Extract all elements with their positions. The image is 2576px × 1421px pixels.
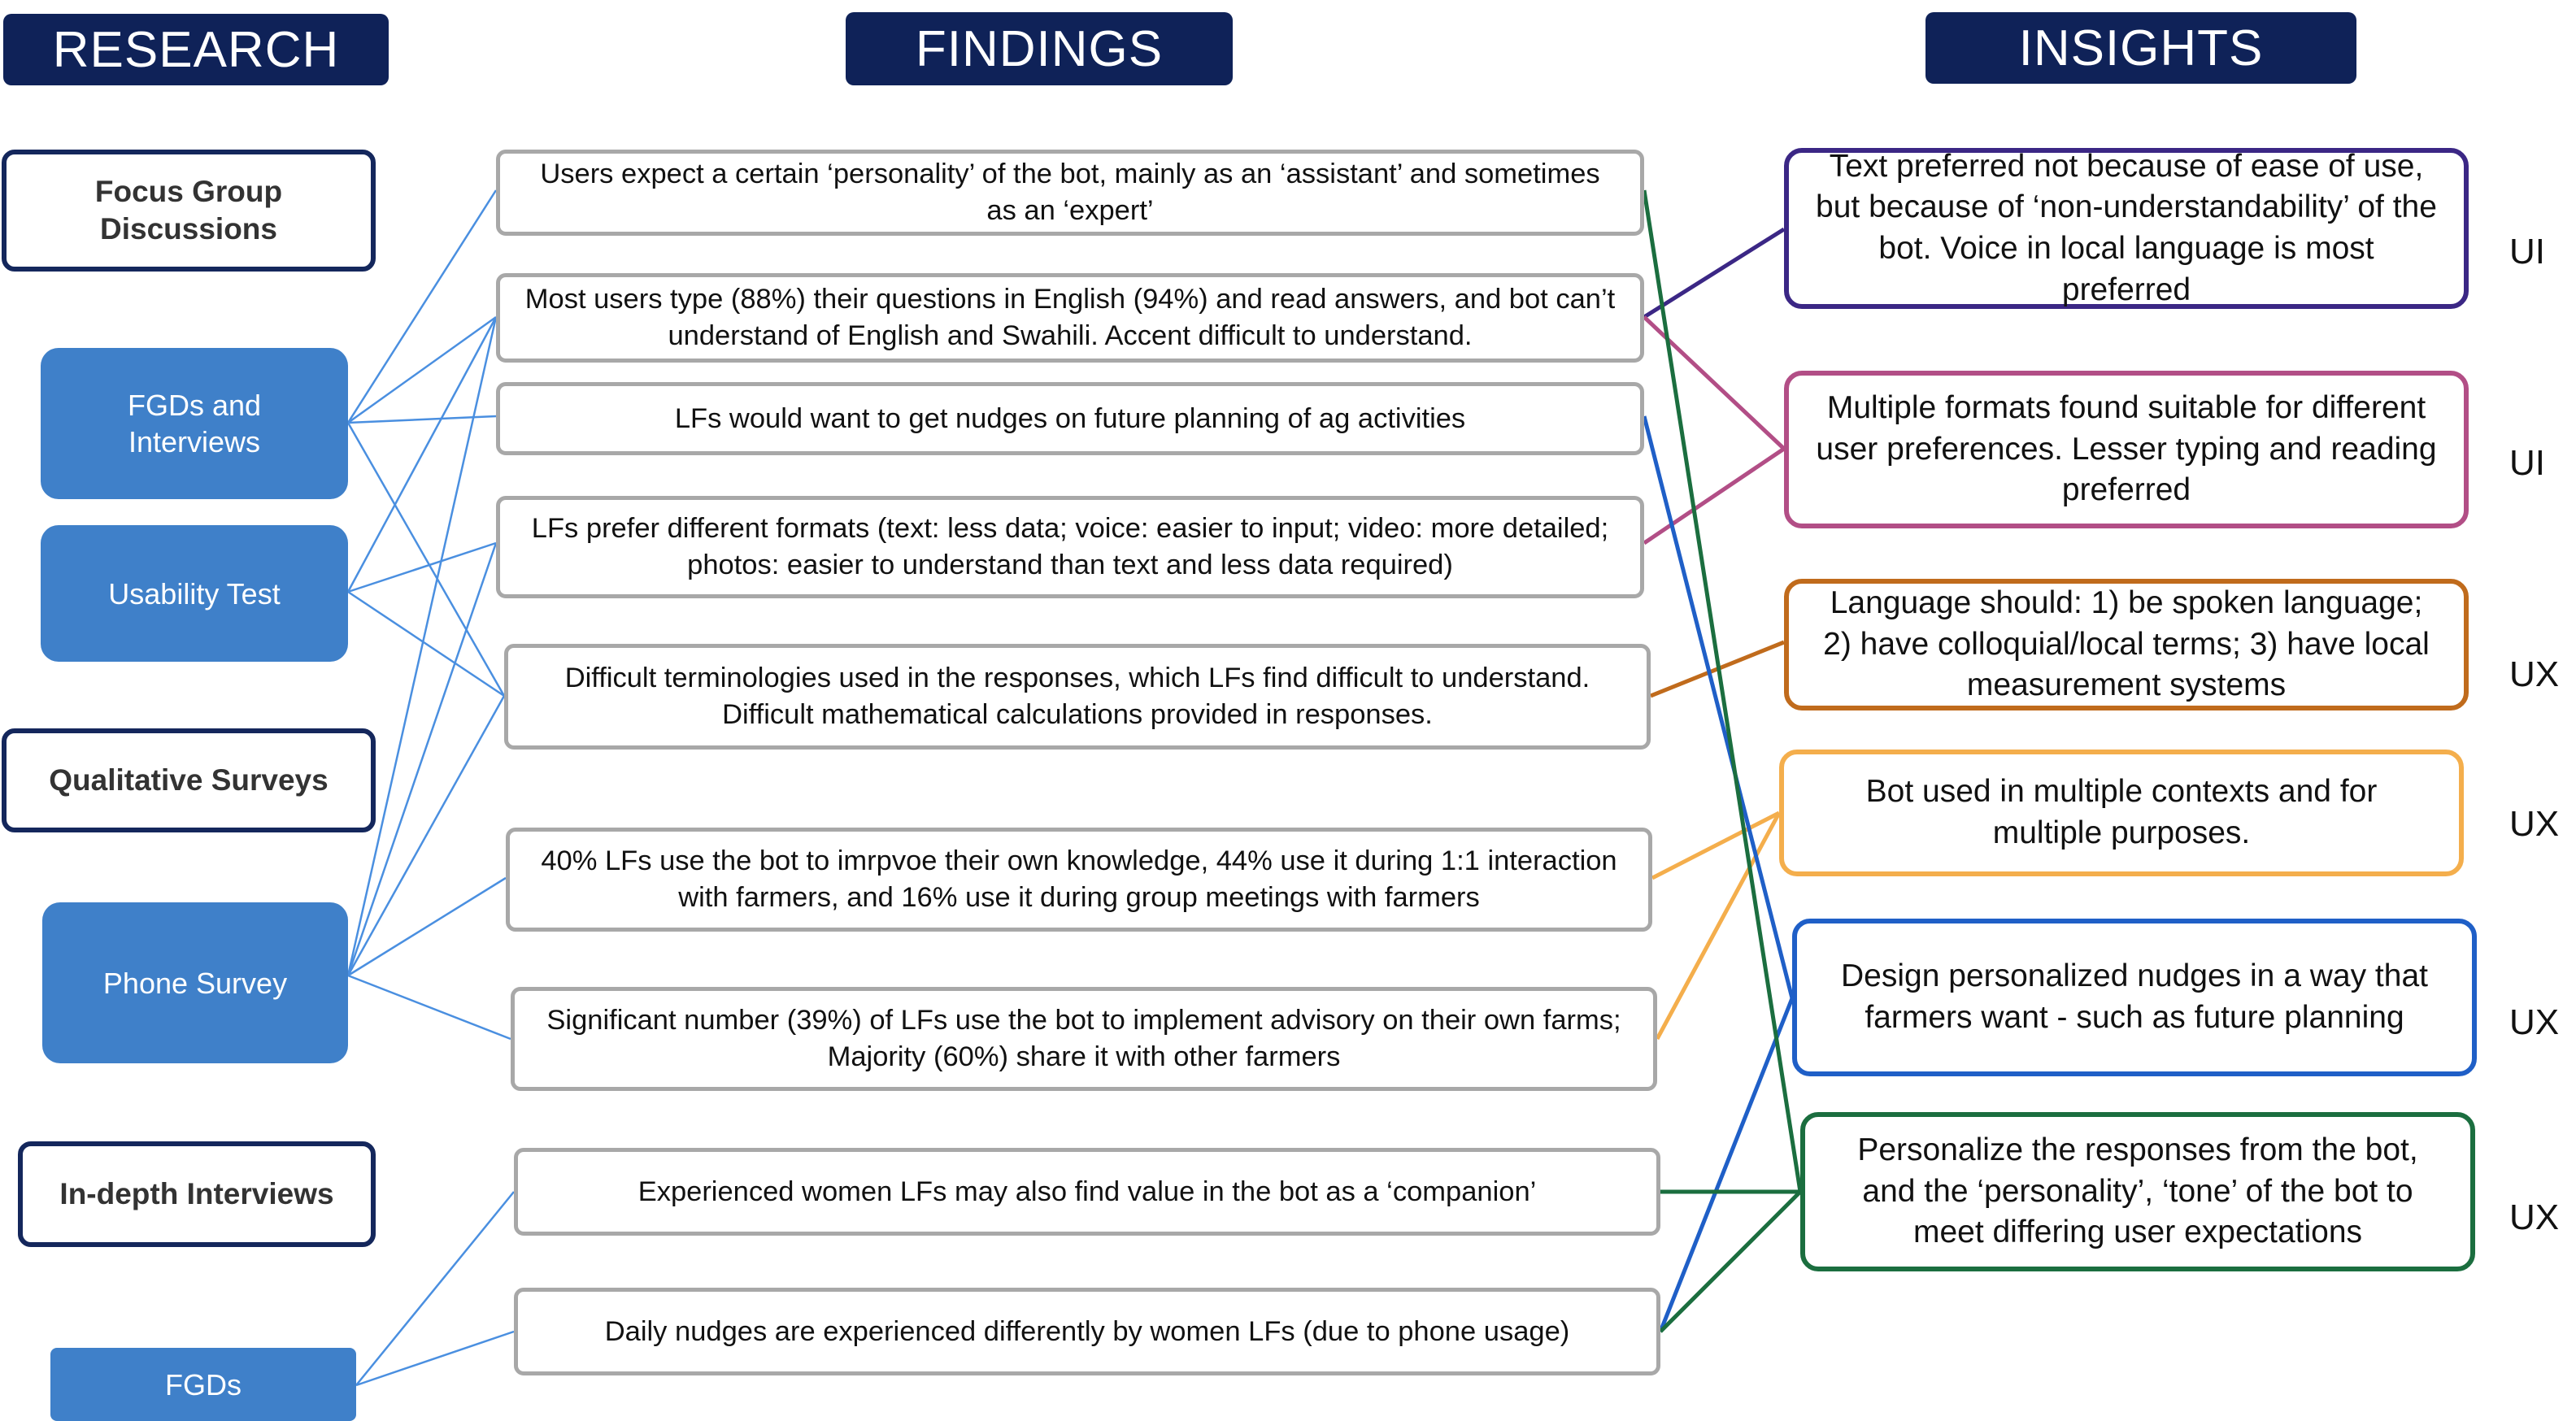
insight-personalize-responses: Personalize the responses from the bot, …: [1800, 1112, 2475, 1271]
finding-insight-connector: [1643, 446, 1786, 545]
finding-implement-advisory: Significant number (39%) of LFs use the …: [511, 987, 1657, 1091]
finding-insight-connector: [1643, 227, 1786, 319]
method-qualitative-surveys: Qualitative Surveys: [2, 728, 376, 832]
insight-personalized-nudges: Design personalized nudges in a way that…: [1792, 919, 2477, 1076]
source-finding-connector: [346, 316, 498, 593]
finding-insight-connector: [1658, 997, 1795, 1332]
insight-multiple-formats: Multiple formats found suitable for diff…: [1784, 371, 2469, 528]
research-header: RESEARCH: [3, 14, 389, 85]
finding-insight-connector: [1659, 1190, 1802, 1333]
tag-ui: UI: [2509, 232, 2545, 272]
source-finding-connector: [346, 422, 506, 697]
source-fgds-and-interviews: FGDs and Interviews: [41, 348, 348, 499]
source-finding-connector: [347, 590, 505, 697]
finding-insight-connector: [1642, 189, 1803, 1193]
finding-companion: Experienced women LFs may also find valu…: [514, 1148, 1660, 1236]
finding-daily-nudges: Daily nudges are experienced differently…: [514, 1288, 1660, 1375]
tag-ux: UX: [2509, 654, 2560, 694]
source-finding-connector: [355, 1330, 515, 1387]
method-focus-group-discussions: Focus Group Discussions: [2, 150, 376, 272]
finding-insight-connector: [1642, 415, 1795, 999]
source-phone-survey: Phone Survey: [42, 902, 348, 1063]
tag-ux: UX: [2509, 1197, 2560, 1237]
source-finding-connector: [347, 541, 497, 593]
insight-text-preferred: Text preferred not because of ease of us…: [1784, 148, 2469, 309]
finding-formats: LFs prefer different formats (text: less…: [496, 496, 1644, 598]
finding-terminologies: Difficult terminologies used in the resp…: [504, 644, 1651, 750]
findings-header: FINDINGS: [846, 12, 1233, 85]
insights-header: INSIGHTS: [1925, 12, 2356, 84]
source-finding-connector: [347, 415, 497, 424]
insight-multiple-contexts: Bot used in multiple contexts and for mu…: [1779, 750, 2464, 876]
source-finding-connector: [347, 876, 507, 977]
insight-language: Language should: 1) be spoken language; …: [1784, 579, 2469, 710]
method-in-depth-interviews: In-depth Interviews: [18, 1141, 376, 1247]
source-finding-connector: [347, 974, 511, 1041]
finding-personality: Users expect a certain ‘personality’ of …: [496, 150, 1644, 236]
finding-language-typing: Most users type (88%) their questions in…: [496, 273, 1644, 363]
source-finding-connector: [346, 542, 498, 976]
tag-ux: UX: [2509, 1002, 2560, 1042]
source-finding-connector: [347, 315, 497, 424]
source-finding-connector: [346, 316, 498, 976]
finding-usage-contexts: 40% LFs use the bot to imrpvoe their own…: [506, 828, 1652, 932]
source-finding-connector: [346, 189, 498, 424]
source-usability-test: Usability Test: [41, 525, 348, 662]
source-finding-connector: [355, 1191, 515, 1386]
finding-future-planning-nudges: LFs would want to get nudges on future p…: [496, 382, 1644, 455]
source-fgds: FGDs: [50, 1348, 356, 1421]
tag-ux: UX: [2509, 804, 2560, 844]
tag-ui: UI: [2509, 443, 2545, 483]
finding-insight-connector: [1655, 811, 1782, 1041]
source-finding-connector: [346, 695, 506, 976]
finding-insight-connector: [1651, 810, 1781, 880]
